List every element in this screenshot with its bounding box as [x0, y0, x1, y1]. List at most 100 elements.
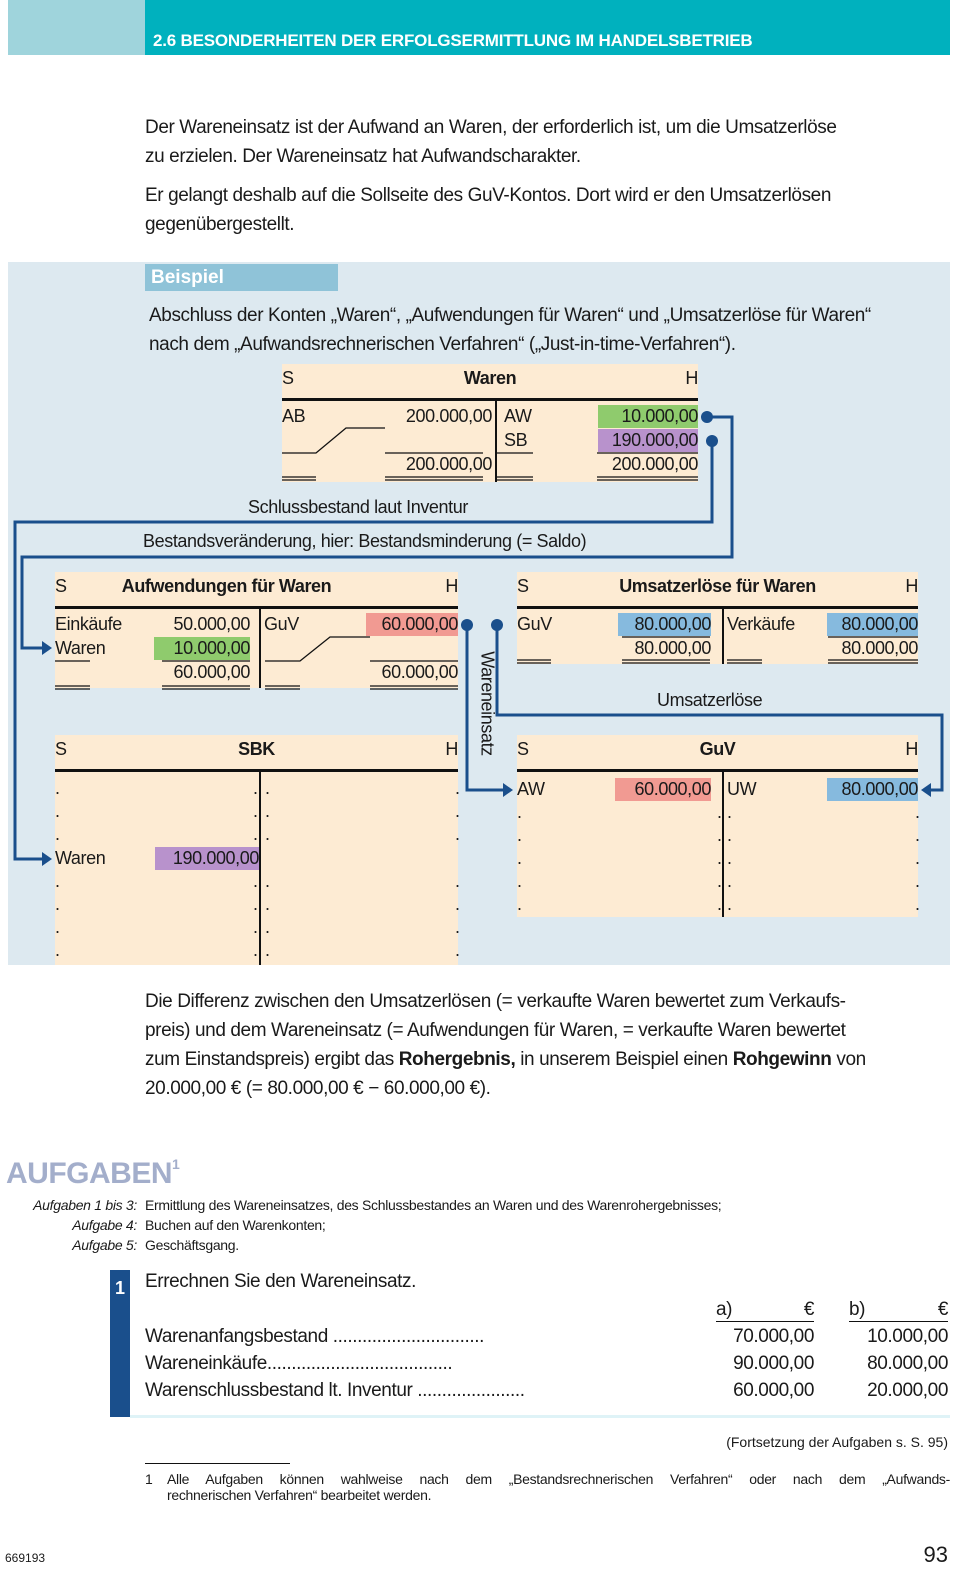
task-number: 1 — [114, 1278, 125, 1298]
total-amount: 60.000,00 — [381, 662, 459, 682]
haben-label: H — [685, 368, 698, 388]
placeholder-dot: . — [55, 871, 60, 891]
intro-line: Er gelangt deshalb auf die Sollseite des… — [145, 185, 832, 206]
placeholder-dot: . — [727, 894, 732, 914]
placeholder-dot: . — [727, 802, 732, 822]
placeholder-dot: . — [253, 940, 258, 960]
footnote-ref: 1 — [172, 1156, 180, 1172]
entry-amount-aw: 10.000,00 — [598, 405, 698, 428]
placeholder-dot: . — [253, 894, 258, 914]
haben-label: H — [445, 576, 458, 596]
text: von — [831, 1049, 866, 1070]
total-amount: 200.000,00 — [611, 454, 698, 474]
text: zum Einstandspreis) ergibt das — [145, 1049, 399, 1070]
soll-label: S — [517, 576, 529, 596]
task-label: Aufgabe 5: — [72, 1237, 137, 1253]
placeholder-dot: . — [55, 894, 60, 914]
placeholder-dot: . — [717, 825, 722, 845]
value-a: 90.000,00 — [733, 1353, 814, 1374]
footnote-line: Alle Aufgaben können wahlweise nach dem … — [167, 1471, 950, 1487]
summary-text: Die Differenz zwischen den Umsatzerlösen… — [145, 987, 950, 1103]
product-code: 669193 — [5, 1551, 46, 1565]
placeholder-dot: . — [915, 894, 920, 914]
placeholder-dot: . — [717, 894, 722, 914]
placeholder-dot: . — [455, 917, 460, 937]
page-number: 93 — [923, 1542, 948, 1567]
chapter-header: 2.6 BESONDERHEITEN DER ERFOLGSERMITTLUNG… — [145, 0, 950, 55]
footnote: 1 Alle Aufgaben können wahlweise nach dem… — [145, 1471, 950, 1503]
account-rule — [55, 769, 458, 772]
summary-line: zum Einstandspreis) ergibt das Rohergebn… — [145, 1045, 950, 1074]
account-aufwendungen: S Aufwendungen für Waren H Einkäufe 50.0… — [55, 572, 458, 688]
placeholder-dot: . — [517, 848, 522, 868]
entry-amount: 80.000,00 — [827, 778, 918, 801]
placeholder-dot: . — [915, 802, 920, 822]
value-a: 60.000,00 — [733, 1380, 814, 1401]
account-title: Waren — [463, 368, 517, 388]
table-row: Warenschlussbestand lt. Inventur .......… — [145, 1380, 950, 1407]
text: in unserem Beispiel einen — [515, 1049, 733, 1070]
tasks-heading: AUFGABEN1 — [6, 1156, 180, 1191]
entry-label: GuV — [264, 614, 299, 634]
placeholder-dot: . — [253, 801, 258, 821]
account-divider — [495, 398, 497, 482]
col-label: a) — [716, 1299, 733, 1320]
entry-amount: 50.000,00 — [173, 614, 251, 634]
placeholder-dot: . — [265, 778, 270, 798]
entry-amount: 10.000,00 — [154, 637, 250, 660]
task-text: Geschäftsgang. — [145, 1237, 239, 1253]
account-rule — [55, 606, 458, 609]
placeholder-dot: . — [517, 871, 522, 891]
total-amount: 200.000,00 — [405, 454, 492, 474]
entry-label: Einkäufe — [55, 614, 122, 634]
placeholder-dot: . — [717, 802, 722, 822]
placeholder-dot: . — [253, 917, 258, 937]
account-divider — [259, 606, 261, 688]
term-rohergebnis: Rohergebnis, — [398, 1049, 516, 1070]
placeholder-dot: . — [727, 825, 732, 845]
intro-text: Der Wareneinsatz ist der Aufwand an Ware… — [145, 113, 837, 239]
row-label: Warenschlussbestand lt. Inventur .......… — [145, 1380, 525, 1401]
example-line: nach dem „Aufwandsrechnerischen Verfahre… — [149, 334, 736, 355]
account-title: SBK — [238, 739, 275, 759]
soll-label: S — [55, 739, 67, 759]
placeholder-dot: . — [253, 871, 258, 891]
account-rule — [517, 769, 918, 772]
placeholder-dot: . — [517, 802, 522, 822]
task-label: Aufgaben 1 bis 3: — [33, 1197, 137, 1213]
placeholder-dot: . — [265, 894, 270, 914]
account-sbk: S SBK H Waren 190.000,00 ...............… — [55, 735, 460, 965]
placeholder-dot: . — [55, 917, 60, 937]
entry-label: AB — [282, 406, 306, 426]
entry-amount: 80.000,00 — [827, 613, 918, 636]
entry-amount: 80.000,00 — [618, 613, 711, 636]
task-text: Ermittlung des Wareneinsatzes, des Schlu… — [145, 1197, 722, 1213]
entry-label: UW — [727, 779, 757, 799]
task-number-bar: 1 — [110, 1270, 130, 1417]
placeholder-dot: . — [517, 894, 522, 914]
note-closing-stock: Schlussbestand laut Inventur — [248, 497, 468, 517]
placeholder-dot: . — [727, 848, 732, 868]
currency: € — [937, 1299, 949, 1320]
entry-label: AW — [504, 406, 532, 426]
task-label: Aufgabe 4: — [72, 1217, 137, 1233]
placeholder-dot: . — [253, 778, 258, 798]
placeholder-dot: . — [455, 778, 460, 798]
entry-label: Waren — [55, 848, 106, 868]
haben-label: H — [905, 576, 918, 596]
placeholder-dot: . — [265, 917, 270, 937]
account-title: Aufwendungen für Waren — [121, 576, 332, 596]
account-divider — [722, 606, 724, 664]
placeholder-dot: . — [55, 940, 60, 960]
total-amount: 80.000,00 — [634, 638, 712, 658]
placeholder-dot: . — [455, 940, 460, 960]
account-waren: S Waren H AB 200.000,00 AW 10.000,00 SB … — [282, 364, 698, 482]
label-umsatzerloese: Umsatzerlöse — [657, 690, 763, 710]
summary-line: Die Differenz zwischen den Umsatzerlösen… — [145, 991, 846, 1012]
account-divider — [259, 769, 261, 965]
footnote-number: 1 — [145, 1471, 153, 1487]
soll-label: S — [282, 368, 294, 388]
placeholder-dot: . — [455, 801, 460, 821]
entry-label: SB — [504, 430, 528, 450]
entry-label: Verkäufe — [727, 614, 795, 634]
